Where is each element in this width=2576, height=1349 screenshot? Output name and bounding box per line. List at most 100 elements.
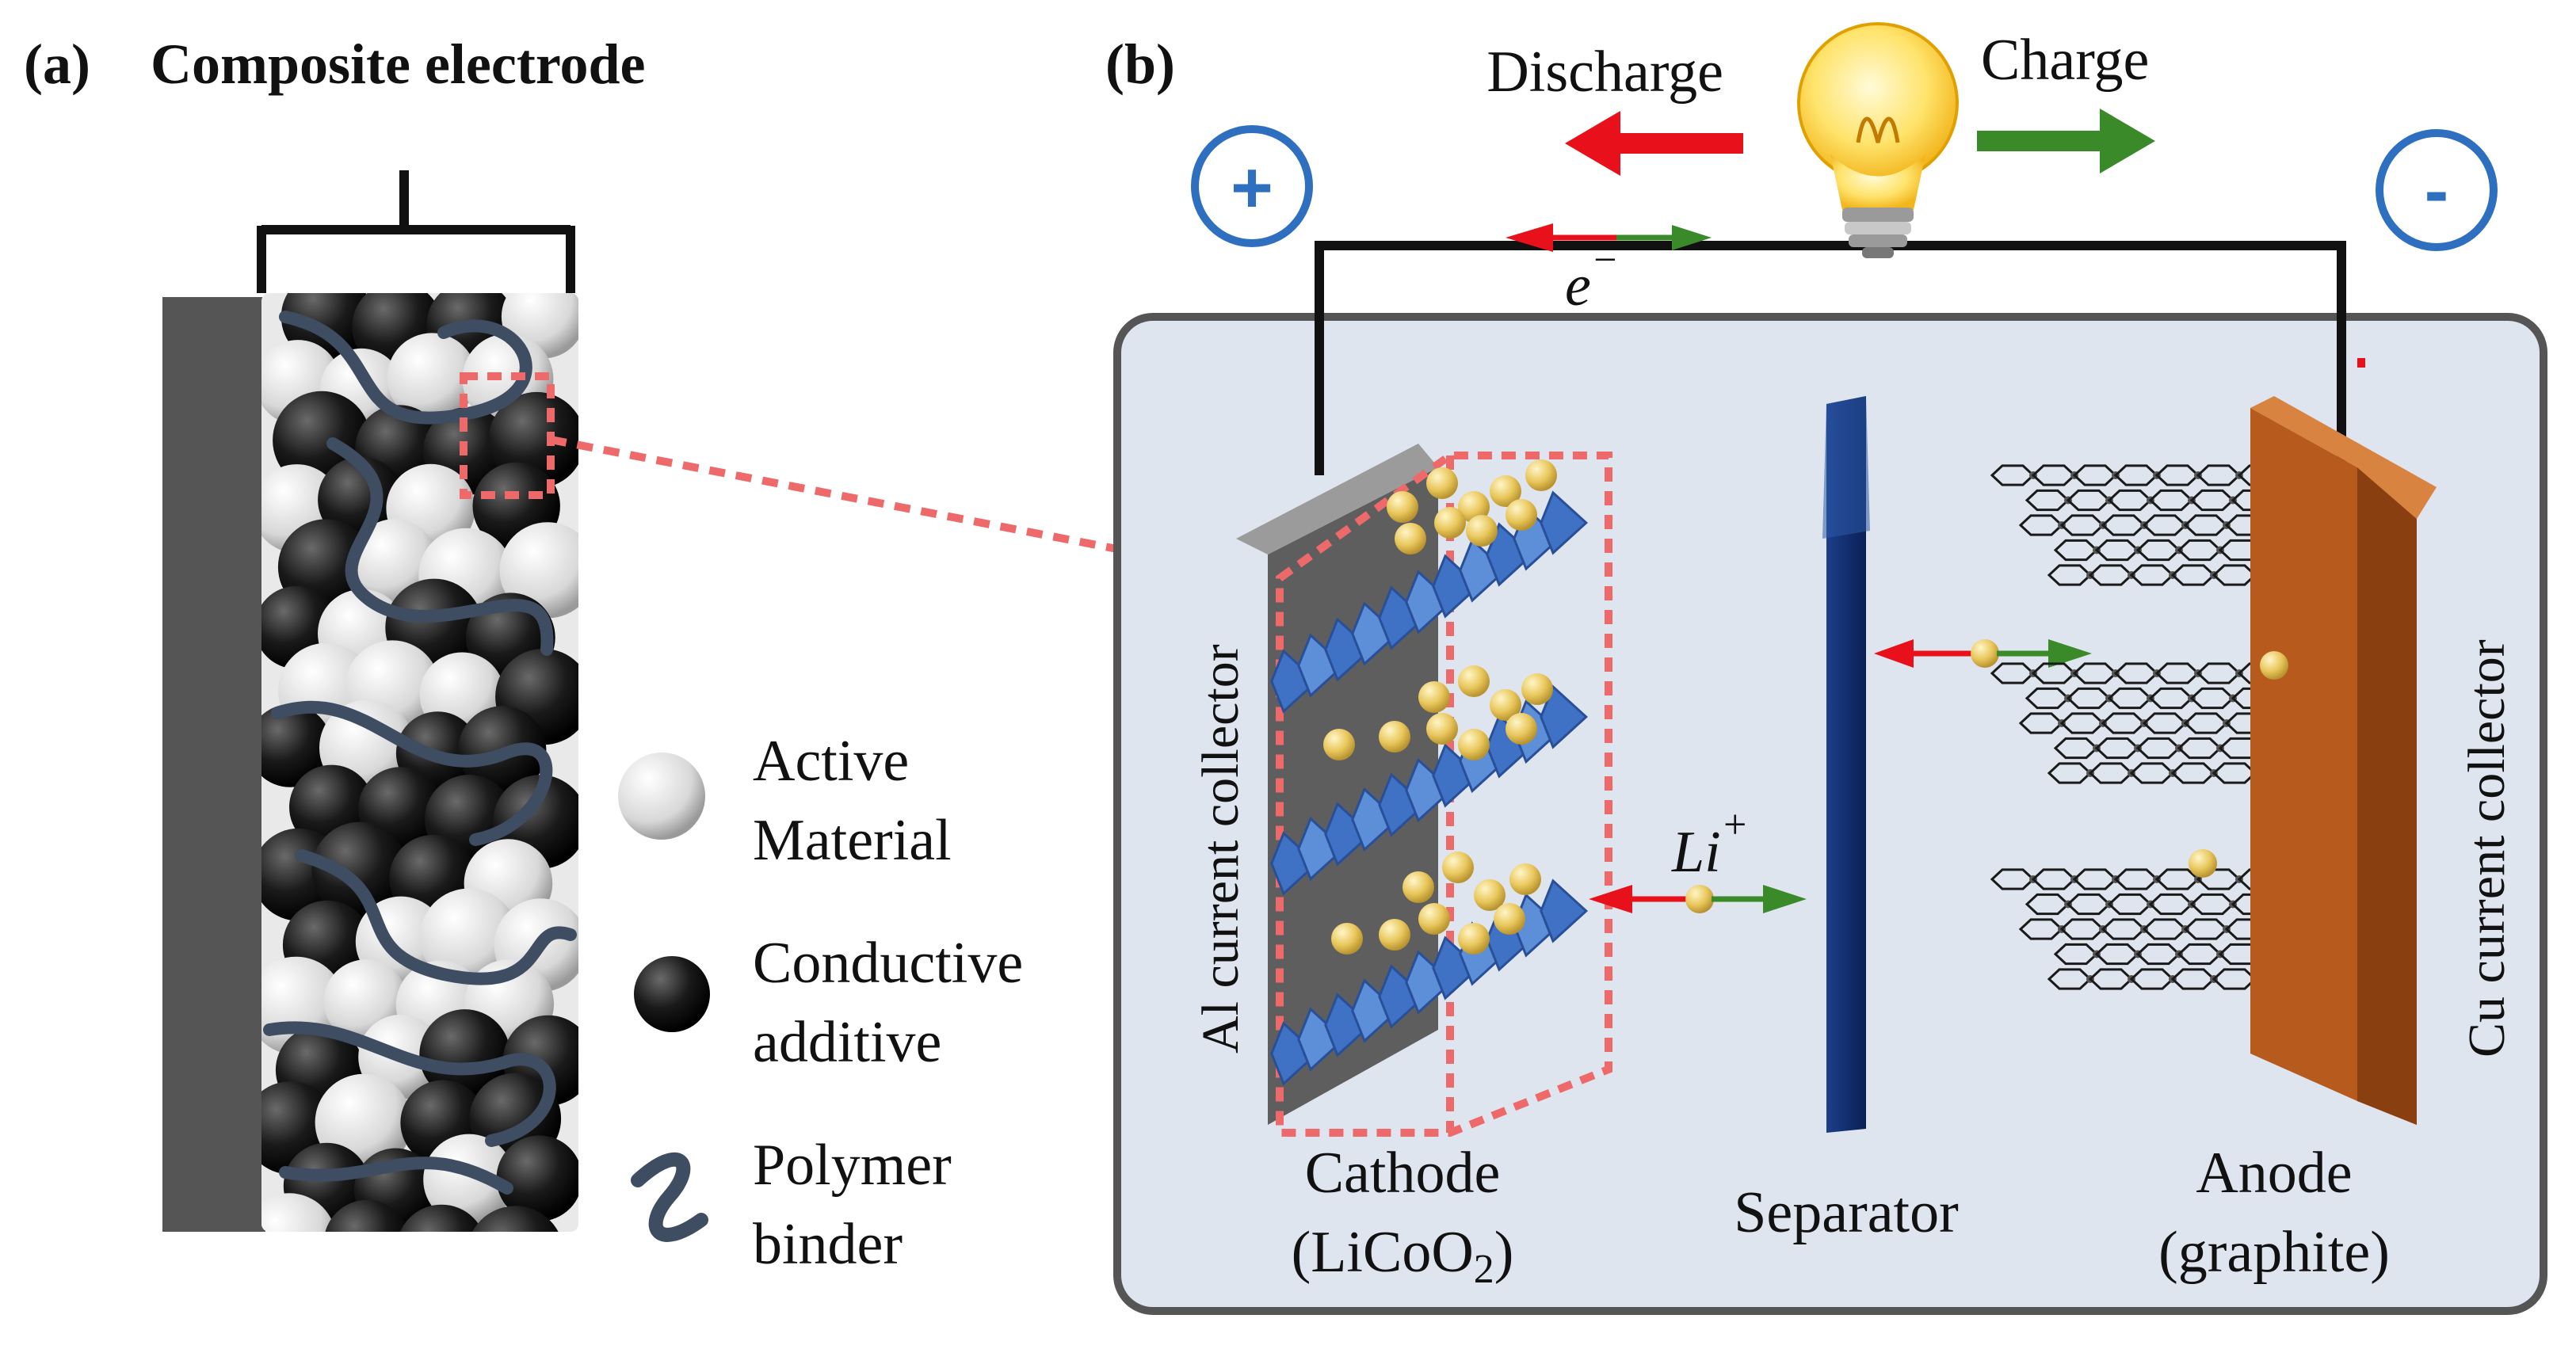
- conductive-particle: [419, 1009, 510, 1100]
- graphene-hexagon: [2066, 893, 2112, 916]
- li-ion: [1402, 871, 1434, 903]
- li-ion: [1387, 491, 1418, 523]
- li-ion: [1525, 459, 1557, 491]
- li-ion: [1506, 713, 1537, 745]
- graphene-hexagon: [2107, 489, 2153, 512]
- conductive-additive-icon: [634, 956, 710, 1032]
- graphene-hexagon: [2072, 464, 2118, 486]
- graphene-hexagon: [2142, 712, 2188, 734]
- cu-collector-label: Cu current collector: [2458, 639, 2516, 1057]
- graphene-hexagon: [2053, 737, 2099, 760]
- graphene-hexagon: [2142, 514, 2188, 536]
- li-ion: [1395, 523, 1426, 554]
- conductive-particle: [396, 1204, 487, 1232]
- negative-terminal: -: [2376, 129, 2498, 251]
- graphene-hexagon: [2018, 712, 2064, 734]
- particles: [261, 293, 578, 1232]
- graphene-hexagon: [2170, 564, 2216, 586]
- active-material-icon: [618, 753, 705, 840]
- al-collector-top: [1236, 444, 1438, 554]
- graphene-hexagon: [2053, 943, 2099, 966]
- graphene-hexagon: [2066, 489, 2112, 512]
- graphene-hexagon: [2018, 514, 2064, 536]
- wire-dot: [2357, 358, 2365, 368]
- graphene-hexagon: [2196, 662, 2242, 684]
- legend-polymer-line2: binder: [753, 1212, 903, 1277]
- graphene-hexagon: [2154, 464, 2200, 486]
- conductive-particle: [466, 1206, 564, 1232]
- legend-polymer-line1: Polymer: [753, 1133, 952, 1198]
- li-ion: [1466, 515, 1498, 547]
- cu-collector-side: [2357, 467, 2417, 1125]
- anode-assembly: [1990, 396, 2437, 1125]
- cathode-label-line1: Cathode: [1305, 1141, 1501, 1206]
- graphene-hexagon: [2135, 737, 2181, 760]
- conductive-particle: [496, 1135, 578, 1221]
- graphene-hexagon: [2177, 539, 2223, 562]
- active-particle: [387, 333, 477, 423]
- electron-flow-arrows: [1506, 223, 1712, 252]
- licoo2-octahedron: [1540, 684, 1589, 749]
- electrode-bracket: [257, 170, 575, 293]
- anode-li-ion: [2260, 651, 2288, 680]
- graphene-hexagon: [2148, 687, 2194, 710]
- graphene-hexagon: [2025, 893, 2070, 916]
- graphene-hexagon: [2177, 943, 2223, 966]
- graphene-hexagon: [2107, 893, 2153, 916]
- graphene-hexagon: [2183, 514, 2229, 536]
- graphene-hexagon: [2072, 662, 2118, 684]
- graphene-hexagon: [2066, 687, 2112, 710]
- li-ion: [1521, 673, 1553, 705]
- graphene-hexagon: [2072, 868, 2118, 890]
- legend-conductive-line1: Conductive: [753, 931, 1023, 996]
- anode-label-line2: (graphite): [2158, 1220, 2390, 1285]
- graphene-hexagon: [2094, 737, 2140, 760]
- graphene-hexagon: [2088, 564, 2134, 586]
- licoo2-octahedron: [1540, 878, 1589, 943]
- polymer-binder-icon: [631, 1152, 708, 1242]
- legend-active-line2: Material: [753, 808, 952, 873]
- conductive-particle: [323, 1199, 411, 1232]
- discharge-arrow: [1565, 111, 1743, 176]
- separator-label: Separator: [1734, 1180, 1959, 1245]
- minus-sign: -: [2425, 151, 2449, 231]
- active-particle: [499, 522, 578, 619]
- li-ion-label: Li+: [1671, 802, 1749, 885]
- ion-arrow-anode: [1874, 639, 2092, 668]
- graphene-hexagon: [2018, 918, 2064, 940]
- graphene-hexagon: [2135, 943, 2181, 966]
- cathode-li-ions: [1323, 459, 1557, 955]
- graphene-hexagon: [2183, 918, 2229, 940]
- zoom-line: [550, 436, 1237, 576]
- graphene-hexagon: [2053, 539, 2099, 562]
- panel-b-tag: (b): [1105, 32, 1175, 96]
- graphene-hexagon: [2196, 464, 2242, 486]
- graphene-hexagon: [2189, 687, 2235, 710]
- graphene-hexagon: [2129, 564, 2175, 586]
- legend-active-line1: Active: [753, 729, 909, 794]
- graphene-hexagon: [2088, 968, 2134, 990]
- graphene-hexagon: [2154, 662, 2200, 684]
- graphene-hexagon: [2031, 464, 2077, 486]
- li-ion: [1474, 879, 1506, 911]
- graphene-hexagon: [2129, 968, 2175, 990]
- conductive-particle: [311, 821, 408, 919]
- graphene-hexagon: [2129, 762, 2175, 784]
- graphene-hexagon: [2113, 868, 2159, 890]
- li-ion: [1490, 689, 1521, 721]
- separator: [1822, 396, 1870, 1133]
- li-ion: [1418, 681, 1450, 713]
- graphene-hexagon: [2025, 687, 2070, 710]
- graphene-hexagon: [2142, 918, 2188, 940]
- al-collector-label: Al current collector: [1192, 644, 1250, 1054]
- active-particle: [261, 1193, 337, 1232]
- legend-conductive-additive: Conductive additive: [634, 931, 1023, 1075]
- light-bulb-icon: [1797, 22, 1959, 258]
- graphene-hexagon: [2047, 968, 2093, 990]
- graphene-hexagon: [2094, 943, 2140, 966]
- li-ion: [1418, 903, 1450, 935]
- graphene-hexagon: [2031, 662, 2077, 684]
- active-particle: [423, 1134, 515, 1225]
- particle-column: [261, 293, 578, 1232]
